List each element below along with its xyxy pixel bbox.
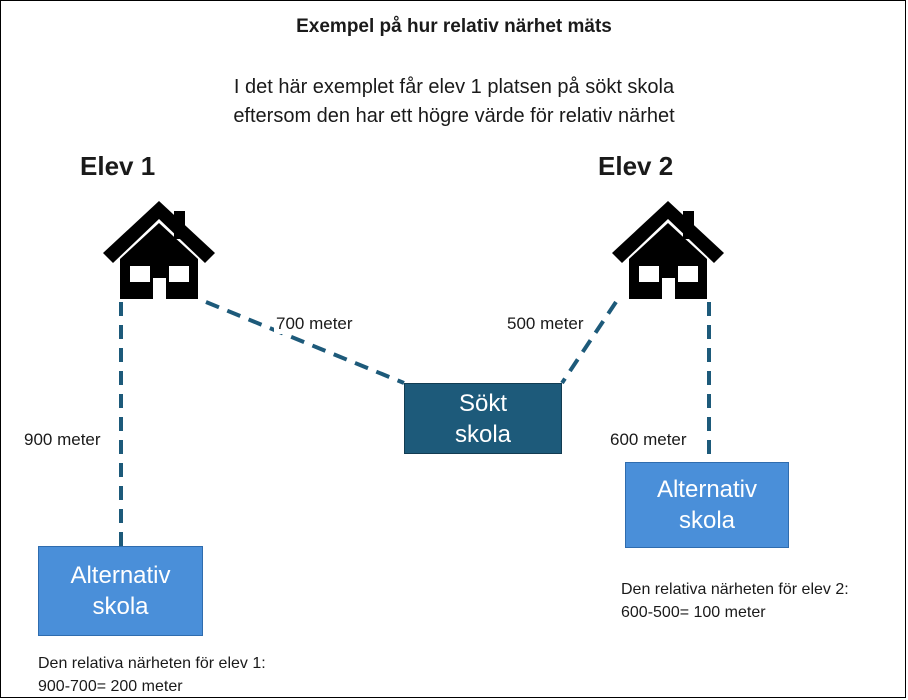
house-icon (612, 201, 724, 299)
note-elev2-line1: Den relativa närheten för elev 2: (621, 581, 849, 598)
distance-elev1-alt: 900 meter (22, 430, 103, 450)
line-elev1-to-sokt (205, 300, 405, 385)
distance-elev1-sokt: 700 meter (274, 314, 355, 334)
alternativ-skola-1-box: Alternativ skola (38, 546, 203, 636)
note-elev1: Den relativa närheten för elev 1: 900-70… (38, 652, 266, 698)
note-elev1-line2: 900-700= 200 meter (38, 678, 183, 695)
note-elev2-line2: 600-500= 100 meter (621, 604, 766, 621)
note-elev1-line1: Den relativa närheten för elev 1: (38, 655, 266, 672)
diagram-title: Exempel på hur relativ närhet mäts (296, 16, 612, 37)
intro-line-2: eftersom den har ett högre värde för rel… (233, 105, 675, 127)
distance-elev2-alt: 600 meter (608, 430, 689, 450)
line-elev2-to-sokt (560, 300, 618, 385)
student-2-label: Elev 2 (598, 151, 674, 181)
student-1-label: Elev 1 (80, 151, 156, 181)
house-icon (103, 201, 215, 299)
intro-text: I det här exemplet får elev 1 platsen på… (0, 73, 908, 131)
alternativ-skola-2-box: Alternativ skola (625, 462, 789, 548)
note-elev2: Den relativa närheten för elev 2: 600-50… (621, 578, 849, 624)
intro-line-1: I det här exemplet får elev 1 platsen på… (233, 76, 675, 98)
sokt-skola-box: Sökt skola (404, 383, 562, 454)
distance-elev2-sokt: 500 meter (505, 314, 586, 334)
